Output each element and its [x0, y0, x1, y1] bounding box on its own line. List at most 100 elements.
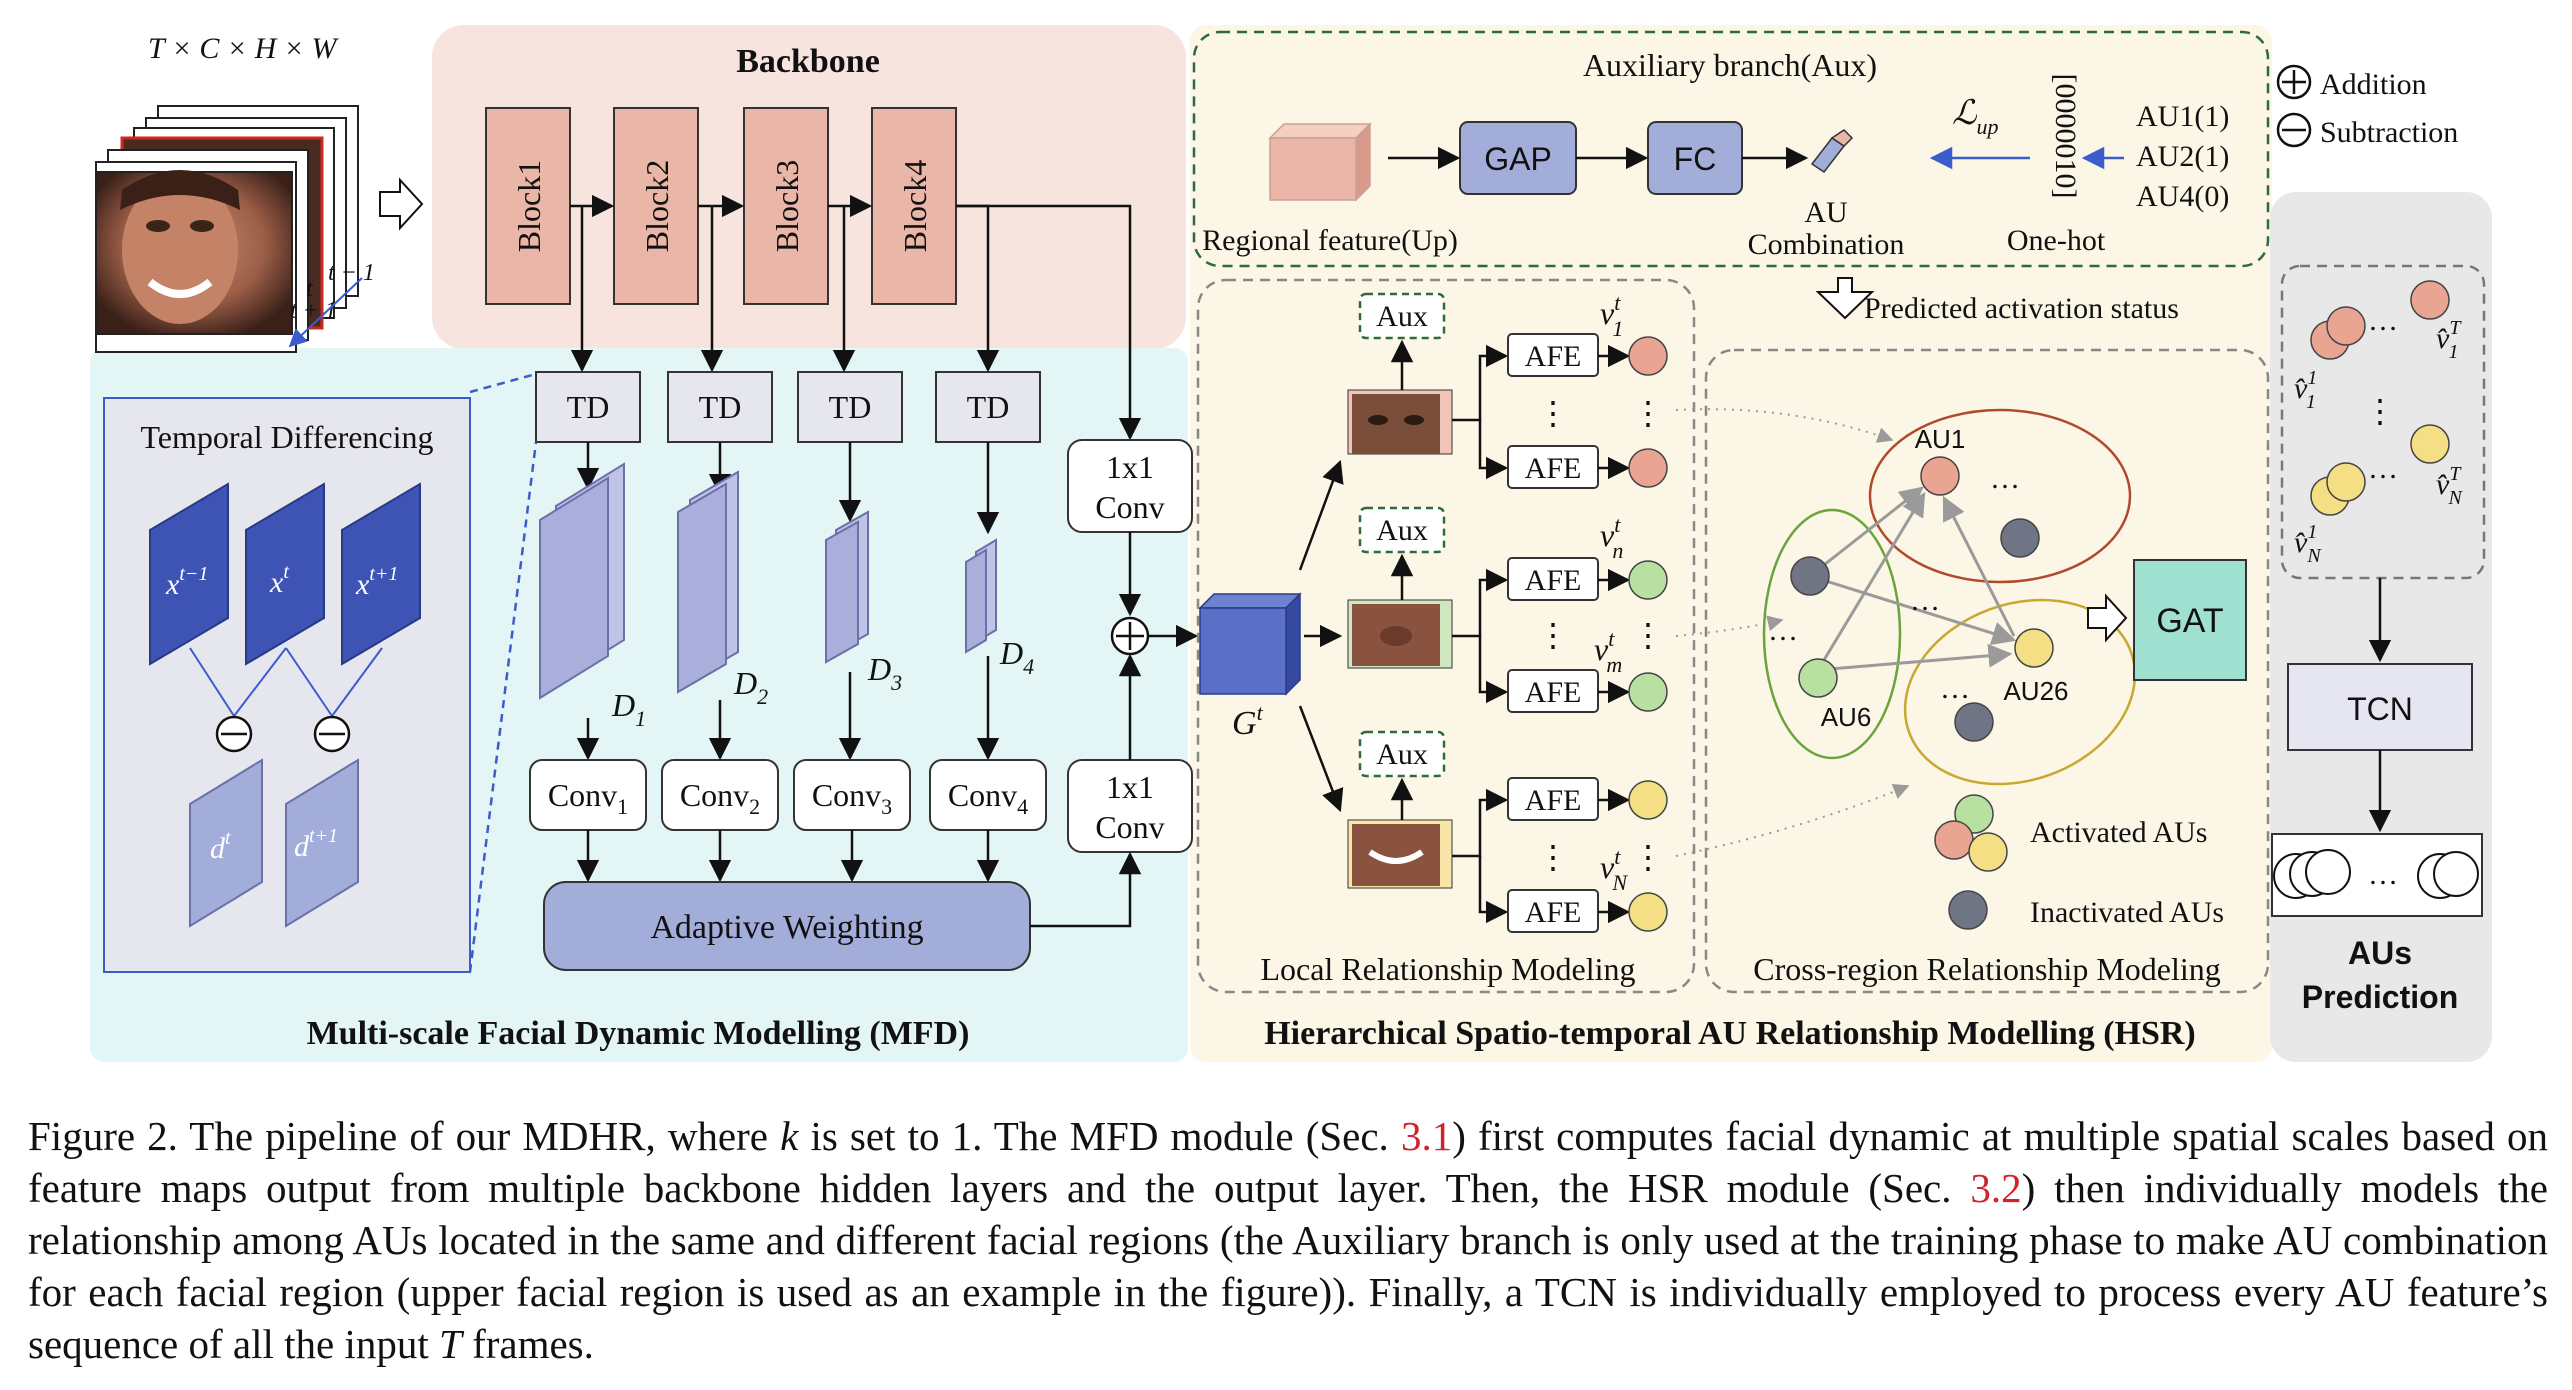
cross-links — [1675, 408, 1910, 857]
fc-label: FC — [1674, 141, 1717, 177]
aus-prediction-line2: Prediction — [2302, 979, 2458, 1015]
svg-text:⋮: ⋮ — [1537, 839, 1569, 875]
x-prev-label: xt−1 — [165, 563, 208, 601]
gat-edges — [1809, 486, 2017, 672]
map-arrows — [576, 656, 1000, 761]
addition-label: Addition — [2320, 68, 2427, 101]
d1-label: D1 — [611, 687, 646, 731]
d4-label: D4 — [999, 635, 1034, 679]
afe-output-nodes — [1628, 336, 1668, 932]
au-list-1: AU1(1) — [2136, 100, 2229, 133]
au1-node — [1920, 456, 1960, 496]
svg-text:Aux: Aux — [1376, 300, 1428, 333]
legend-subtraction: Subtraction — [2276, 112, 2458, 149]
cross-modeling-box — [1704, 348, 2270, 994]
svg-text:Aux: Aux — [1376, 514, 1428, 547]
d-next-label: dt+1 — [294, 825, 338, 863]
frame-t-label: t — [306, 276, 314, 302]
td-panel-title: Temporal Differencing — [140, 419, 433, 455]
conv1x1-bottom-line2: Conv — [1095, 809, 1164, 845]
addition-node — [1110, 616, 1150, 656]
svg-text:⋮: ⋮ — [1537, 617, 1569, 653]
conv-boxes: Conv1 Conv2 Conv3 Conv4 — [529, 759, 1047, 831]
gat-label: GAT — [2156, 602, 2223, 640]
input-frames — [95, 105, 359, 353]
caption-ref-1[interactable]: 3.1 — [1400, 1113, 1453, 1159]
td-output-maps — [189, 758, 359, 928]
aux-box-lower: Aux — [1358, 730, 1446, 820]
loss-label: ℒup — [1952, 95, 1999, 139]
au26-label: AU26 — [2003, 676, 2068, 706]
face-crop-lower — [1347, 819, 1453, 889]
local-modeling-label: Local Relationship Modeling — [1260, 951, 1635, 987]
vhat-vdots: ⋮ — [2364, 393, 2396, 429]
svg-text:AFE: AFE — [1525, 896, 1582, 929]
aux-box-upper: Aux — [1358, 292, 1446, 390]
figure-caption: Figure 2. The pipeline of our MDHR, wher… — [28, 1110, 2548, 1370]
afe-node-arrows — [1598, 344, 1631, 924]
subtraction-label: Subtraction — [2320, 116, 2458, 149]
caption-k: k — [780, 1113, 799, 1159]
predicted-status-label: Predicted activation status — [1864, 292, 2179, 325]
conv1x1-top-line1: 1x1 — [1106, 449, 1154, 485]
caption-ref-2[interactable]: 3.2 — [1970, 1165, 2022, 1211]
regional-feature-cube — [1268, 122, 1372, 202]
td-boxes: TD TD TD TD — [535, 371, 1041, 443]
vhat-box — [2280, 264, 2486, 580]
block2-label: Block2 — [639, 160, 675, 252]
face-crop-middle — [1347, 599, 1453, 669]
conv2-label: Conv2 — [680, 777, 760, 819]
subtraction-nodes — [215, 715, 351, 753]
td4-label: TD — [967, 389, 1010, 425]
au-combination-icon — [1810, 129, 1854, 174]
x-cur-label: xt — [269, 561, 289, 599]
afe-group: AFE AFE AFE AFE AFE AFE ⋮ ⋮ ⋮ — [1507, 333, 1599, 933]
output-nodes — [2273, 849, 2479, 899]
tcn-label: TCN — [2347, 691, 2413, 727]
caption-part-5: frames. — [461, 1321, 594, 1367]
au6-node — [1798, 658, 1838, 698]
mfd-title: Multi-scale Facial Dynamic Modelling (MF… — [307, 1015, 970, 1052]
d-cur-label: dt — [210, 827, 231, 865]
aux-branch-title: Auxiliary branch(Aux) — [1583, 47, 1877, 83]
svg-text:AFE: AFE — [1525, 340, 1582, 373]
vhat-nodes — [2310, 280, 2450, 516]
caption-part-2: is set to 1. The MFD module (Sec. — [798, 1113, 1401, 1159]
gap-label: GAP — [1484, 141, 1552, 177]
tcn-box — [2287, 663, 2473, 751]
legend-activated — [1934, 794, 2008, 872]
legend-addition: Addition — [2276, 64, 2427, 101]
gt-cube — [1198, 592, 1302, 696]
td-lines — [189, 647, 383, 717]
svg-text:AFE: AFE — [1525, 564, 1582, 597]
gat-nodes — [1790, 456, 2054, 742]
conv-arrows — [576, 830, 1000, 883]
block1 — [485, 107, 571, 305]
au-combination-line1: AU — [1804, 196, 1848, 229]
node-dots-lower: ⋮ — [1632, 839, 1664, 875]
au-combination-line2: Combination — [1748, 228, 1905, 261]
caption-part-4: ) then individually models the relations… — [28, 1165, 2548, 1367]
caption-part-3: ) first computes facial dynamic at multi… — [28, 1113, 2548, 1211]
predicted-status-arrow — [1815, 277, 1875, 320]
vhat-hdots-2: … — [2368, 452, 2398, 485]
hdots-2: … — [1768, 614, 1798, 647]
hsr-title: Hierarchical Spatio-temporal AU Relation… — [1264, 1015, 2196, 1052]
block1-label: Block1 — [511, 160, 547, 252]
svg-text:Aux: Aux — [1376, 738, 1428, 771]
au1-label: AU1 — [1915, 424, 1966, 454]
td-input-maps — [149, 482, 421, 666]
au-list-2: AU2(1) — [2136, 140, 2229, 173]
legend-inactivated — [1948, 890, 1988, 930]
au-list-3: AU4(0) — [2136, 180, 2229, 213]
block3-label: Block3 — [769, 160, 805, 252]
x-next-label: xt+1 — [355, 563, 398, 601]
gt-label: Gt — [1232, 700, 1264, 742]
